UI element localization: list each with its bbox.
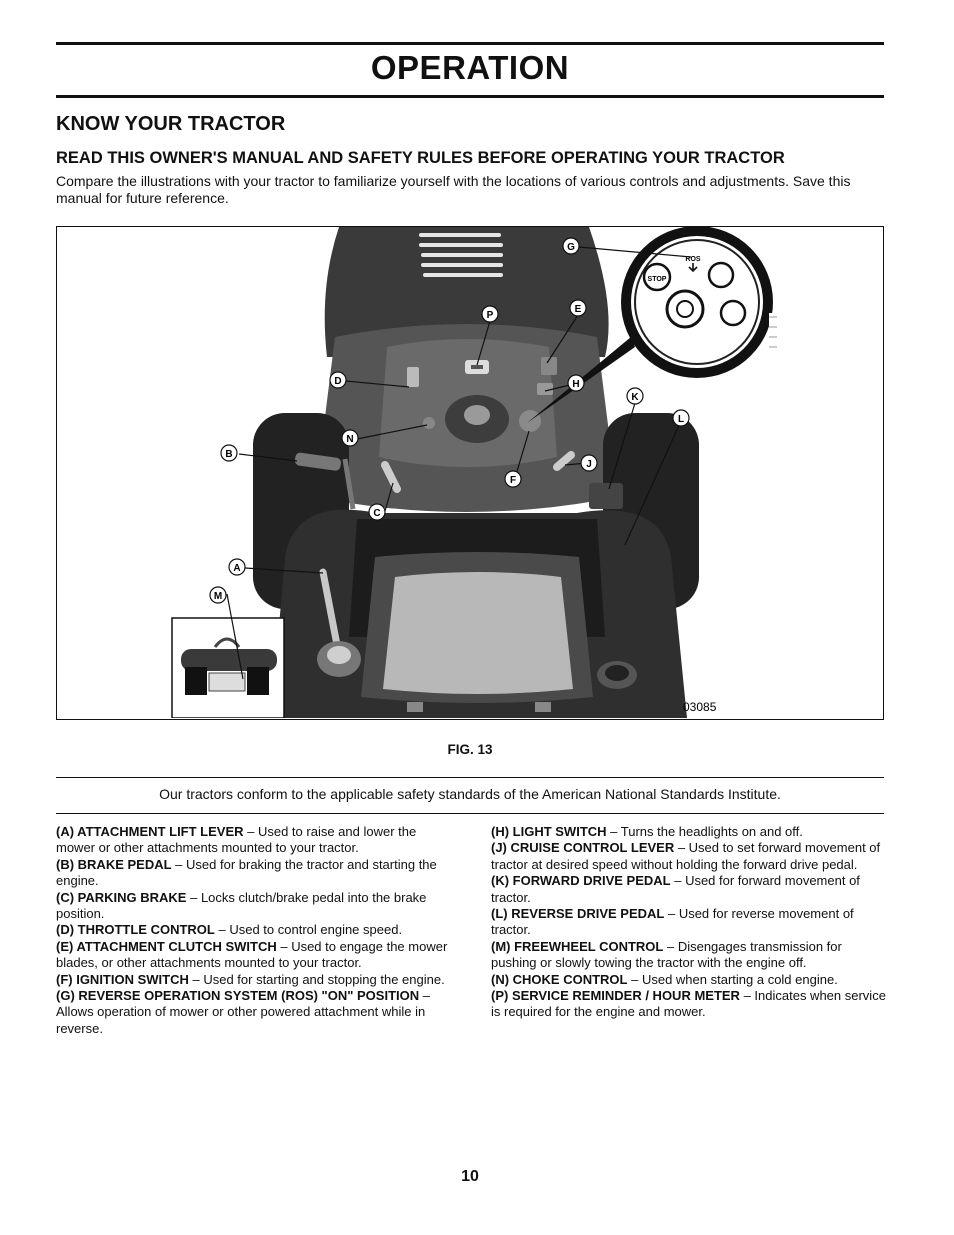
hood-vents: [419, 233, 503, 277]
callout-e: E: [575, 304, 582, 315]
controls-list-right: (H) LIGHT SWITCH – Turns the headlights …: [491, 824, 886, 1021]
ignition-run-icon: [707, 261, 735, 289]
clutch-switch: [541, 357, 557, 375]
callout-p: P: [487, 310, 494, 321]
section-heading: KNOW YOUR TRACTOR: [56, 113, 286, 135]
svg-text:ROS: ROS: [685, 256, 701, 263]
svg-text:STOP: STOP: [648, 276, 667, 283]
throttle-lever: [407, 367, 419, 387]
top-rule: [56, 42, 884, 45]
cruise-control-lever: [553, 451, 575, 471]
control-item: (C) PARKING BRAKE – Locks clutch/brake p…: [56, 889, 427, 922]
page-title: OPERATION: [370, 49, 570, 86]
parking-brake-lever: [381, 461, 401, 493]
ignition-stop-icon: STOP: [642, 262, 672, 292]
choke-knob: [423, 417, 435, 429]
control-item: (B) BRAKE PEDAL – Used for braking the t…: [56, 856, 437, 889]
control-item: (L) REVERSE DRIVE PEDAL – Used for rever…: [491, 906, 854, 938]
freewheel-inset: [171, 617, 285, 718]
note-rule-bottom: [56, 813, 884, 814]
callout-l: L: [678, 414, 684, 425]
note-rule-top: [56, 777, 884, 778]
callout-k: K: [631, 392, 639, 403]
callout-g: G: [567, 242, 575, 253]
image-code: 03085: [683, 700, 717, 714]
light-switch: [537, 383, 553, 395]
callout-b: B: [225, 449, 232, 460]
ansi-note: Our tractors conform to the applicable s…: [159, 786, 781, 802]
title-underline: [56, 95, 884, 98]
attachment-lift-lever: [319, 568, 341, 649]
seat: [383, 572, 573, 694]
callout-h: H: [572, 379, 579, 390]
ros-on-icon: ROS: [685, 256, 701, 273]
sub-heading: READ THIS OWNER'S MANUAL AND SAFETY RULE…: [56, 149, 785, 167]
control-item: (G) REVERSE OPERATION SYSTEM (ROS) "ON" …: [56, 988, 430, 1036]
figure-caption: FIG. 13: [447, 742, 493, 757]
leader-lines: [226, 246, 692, 680]
control-item: (F) IGNITION SWITCH – Used for starting …: [56, 971, 445, 987]
control-item: (D) THROTTLE CONTROL – Used to control e…: [56, 922, 403, 938]
intro-paragraph: Compare the illustrations with your trac…: [56, 173, 851, 206]
callout-a: A: [233, 563, 240, 574]
forward-drive-pedal: [589, 483, 623, 509]
callout-n: N: [346, 434, 353, 445]
callout-j: J: [586, 459, 592, 470]
ignition-switch: [519, 410, 541, 432]
control-item: (K) FORWARD DRIVE PEDAL – Used for forwa…: [491, 873, 860, 905]
control-item: (H) LIGHT SWITCH – Turns the headlights …: [491, 824, 803, 839]
callout-d: D: [334, 376, 341, 387]
control-item: (E) ATTACHMENT CLUTCH SWITCH – Used to e…: [56, 938, 448, 971]
callout-m: M: [214, 591, 222, 602]
callout-c: C: [373, 508, 380, 519]
controls-list-left: (A) ATTACHMENT LIFT LEVER – Used to rais…: [56, 824, 456, 1037]
control-item: (P) SERVICE REMINDER / HOUR METER – Indi…: [491, 988, 886, 1020]
control-item: (N) CHOKE CONTROL – Used when starting a…: [491, 971, 838, 987]
tractor-illustration: STOP ROS: [171, 227, 777, 718]
control-item: (J) CRUISE CONTROL LEVER – Used to set f…: [491, 840, 881, 872]
ignition-start-icon: [719, 299, 747, 327]
page-number: 10: [461, 1168, 479, 1185]
brake-pedal: [294, 452, 341, 471]
control-item: (M) FREEWHEEL CONTROL – Disengages trans…: [491, 938, 842, 971]
control-item: (A) ATTACHMENT LIFT LEVER – Used to rais…: [56, 824, 417, 856]
tractor-controls-figure: STOP ROS: [56, 226, 884, 720]
callout-markers: G P E D H K L N B J F C A M: [209, 237, 690, 604]
callout-f: F: [510, 475, 516, 486]
